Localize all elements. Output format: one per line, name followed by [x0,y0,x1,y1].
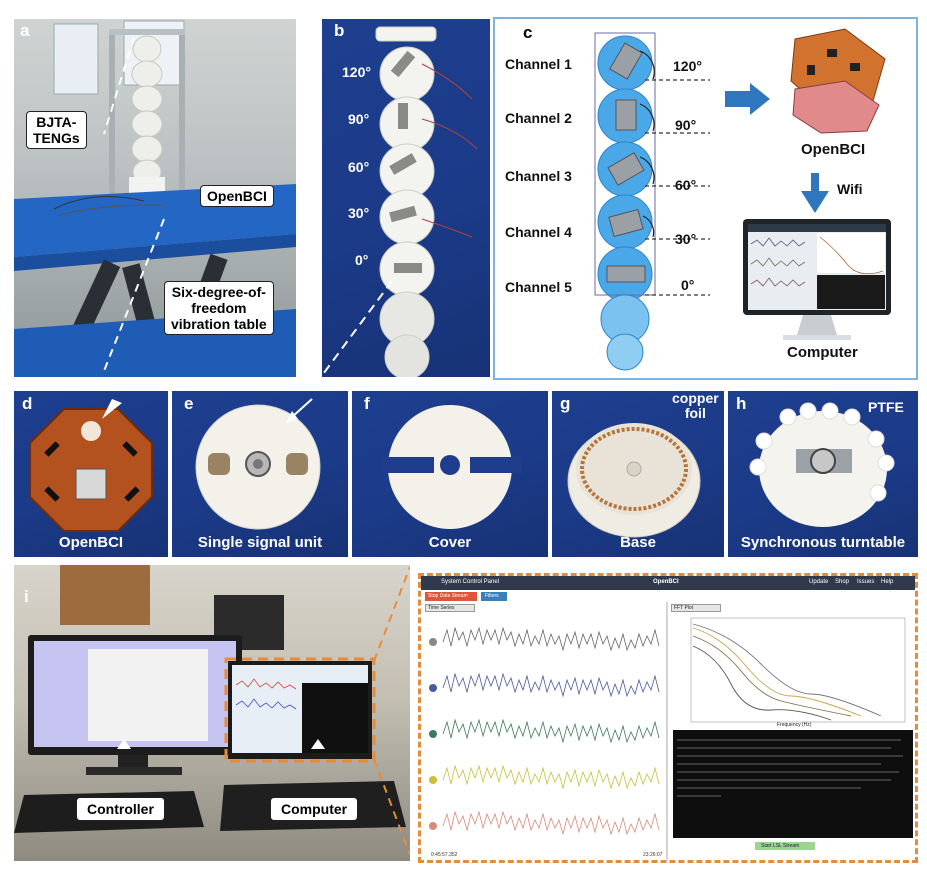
panel-b: b 120° 90° 60° 30° 0° [322,19,490,377]
panel-caption: Synchronous turntable [740,534,906,551]
panel-label: c [523,23,533,42]
panel-h: h PTFE Synchronous turntable [728,391,918,557]
signal-unit-photo [195,398,321,530]
panel-a: a BJTA- TENGs OpenBCI Six-degree-of- fre… [14,19,296,377]
gui-title: System Control Panel [441,579,500,585]
workstation-photo [14,565,410,856]
angle-label: 120° [342,64,371,80]
base-photo [567,423,701,538]
cover-photo [382,405,522,529]
stacked-units-photo [322,26,478,377]
panel-label: h [736,394,747,413]
controller-callout: Controller [76,797,165,822]
time-left: 0:45:57.352 [431,852,458,858]
turntable-photo [749,402,895,527]
openbci-callout: OpenBCI [200,185,274,208]
angle-label: 90° [348,111,370,127]
copper-foil-annotation: copper foil [672,391,719,422]
menu-shop[interactable]: Shop [835,579,850,585]
wifi-label: Wifi [837,181,863,197]
panel-e: e Single signal unit [172,391,348,557]
stop-data-stream-button[interactable]: Stop Data Stream [425,592,477,601]
time-right: 23:26:07 [643,852,663,858]
panel-i: i Controller Computer [14,565,410,861]
menu-update[interactable]: Update [809,579,829,585]
fft-plot-label: FFT Plot [674,605,694,611]
channel-label: Channel 2 [505,110,572,126]
channel-label: Channel 1 [505,56,572,72]
angle-label: 0° [355,252,369,268]
menu-issues[interactable]: Issues [857,579,875,585]
ptfe-annotation: PTFE [868,399,904,415]
panel-f: f Cover [352,391,548,557]
teng-callout: BJTA- TENGs [26,111,87,150]
channel-label: Channel 5 [505,279,572,295]
time-series-label: Time Series [428,605,455,611]
panel-c: c Channel 1 Channel 2 Channel 3 Channel … [493,17,918,380]
fft-xlabel: Frequency (Hz) [777,722,812,728]
panel-label: f [364,394,370,413]
panel-label: e [184,394,194,413]
panel-label: b [334,21,345,40]
panel-caption: Cover [428,534,472,551]
gui-titlebar: System Control Panel OpenBCI Update Shop… [421,576,915,590]
panel-label: i [24,587,29,606]
openbci-label: OpenBCI [801,141,866,158]
panel-label: g [560,394,571,413]
panel-label: d [22,394,33,413]
panel-caption: Base [620,534,656,551]
channel-angle: 60° [675,177,697,193]
openbci-board-icon [790,28,886,134]
menu-help[interactable]: Help [881,579,894,585]
channel-label: Channel 3 [505,168,572,184]
filters-button[interactable]: Filters [481,592,507,601]
channel-angle: 30° [675,231,697,247]
angle-label: 30° [348,205,370,221]
angle-label: 60° [348,159,370,175]
panel-d: d OpenBCI [14,391,168,557]
panel-g: g copper foil Base [552,391,724,557]
filters-label: Filters [485,593,499,599]
channel-angle: 90° [675,117,697,133]
channel-schematic [594,28,891,371]
fft-plot-select[interactable]: FFT Plot [671,604,721,612]
computer-monitor-icon [743,219,891,340]
openbci-gui-screenshot: System Control Panel OpenBCI Update Shop… [418,573,918,863]
panel-caption: OpenBCI [58,534,124,551]
channel-angle: 0° [681,277,695,293]
vibration-table-callout: Six-degree-of- freedom vibration table [164,281,274,336]
channel-angle: 120° [673,58,702,74]
openbci-board-photo [29,399,153,532]
time-series-select[interactable]: Time Series [425,604,475,612]
panel-label: a [20,21,30,40]
computer-label: Computer [787,344,858,361]
panel-caption: Single signal unit [197,534,323,551]
gui-brand: OpenBCI [653,579,679,585]
start-lsl-label: Start LSL Stream [761,843,800,849]
start-lsl-stream-button[interactable]: Start LSL Stream [755,842,815,850]
computer-callout: Computer [270,797,359,822]
channel-label: Channel 4 [505,224,572,240]
gui-plots [429,602,913,860]
stop-button-label: Stop Data Stream [428,593,468,599]
